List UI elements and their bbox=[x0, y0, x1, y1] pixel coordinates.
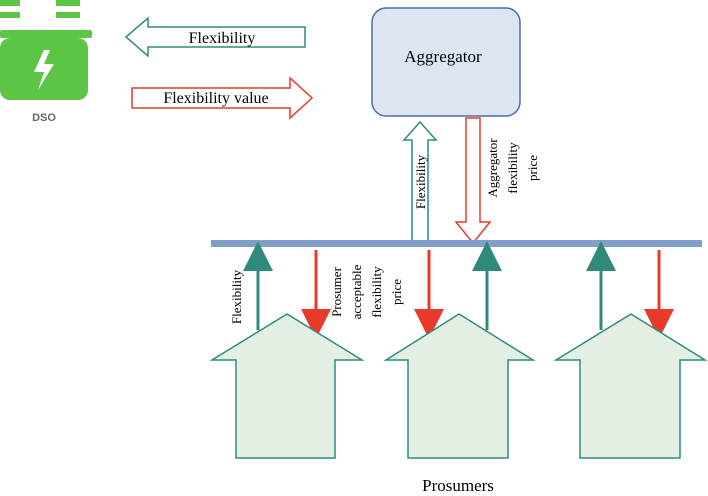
aggregator-price-line-2: flexibility bbox=[505, 142, 520, 194]
aggregator-price-arrow bbox=[454, 117, 492, 245]
prosumer-house-3 bbox=[553, 313, 708, 459]
prosumer-price-label: Prosumer acceptable flexibility price bbox=[329, 264, 404, 319]
prosumer-price-line-4: price bbox=[389, 279, 404, 305]
aggregator-price-label: Aggregator flexibility price bbox=[485, 138, 540, 198]
dso-icon bbox=[0, 0, 92, 100]
legend-flexibility-arrow bbox=[124, 16, 306, 58]
legend-flexibility-value-label: Flexibility value bbox=[163, 90, 268, 107]
lightning-bolt-icon bbox=[34, 50, 54, 90]
aggregator-flexibility-arrow bbox=[402, 120, 438, 243]
aggregator-price-line-1: Aggregator bbox=[485, 138, 500, 198]
prosumer-flexibility-label: Flexibility bbox=[229, 269, 244, 324]
dso-label: DSO bbox=[32, 112, 56, 124]
prosumer-price-line-2: acceptable bbox=[349, 264, 364, 319]
legend-flexibility-value-arrow bbox=[131, 76, 314, 120]
aggregator-price-line-3: price bbox=[525, 155, 540, 181]
prosumer-price-line-3: flexibility bbox=[369, 266, 384, 318]
aggregator-flexibility-label: Flexibility bbox=[413, 154, 428, 209]
aggregator-box bbox=[371, 7, 521, 117]
prosumer-house-1 bbox=[209, 313, 365, 459]
bus-bar bbox=[211, 240, 702, 247]
aggregator-label: Aggregator bbox=[404, 47, 482, 66]
legend-flexibility-label: Flexibility bbox=[189, 30, 256, 47]
prosumers-label: Prosumers bbox=[422, 476, 494, 495]
prosumer-price-line-1: Prosumer bbox=[329, 266, 344, 317]
prosumer-house-2 bbox=[383, 313, 536, 459]
